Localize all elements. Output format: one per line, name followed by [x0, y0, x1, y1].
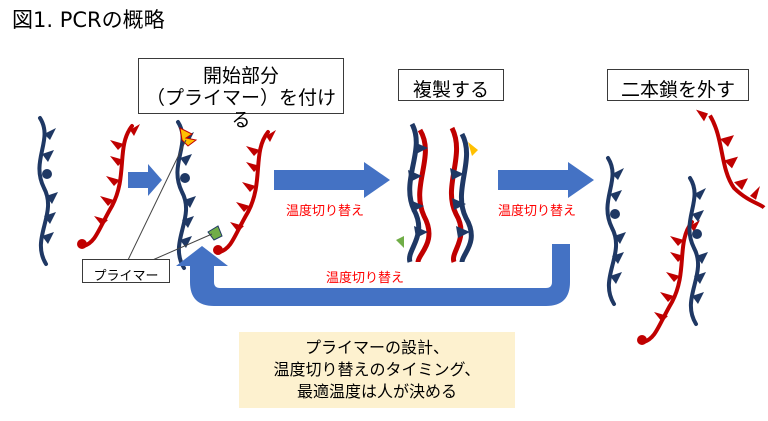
- small-arrow: [128, 164, 162, 196]
- primer-label: プライマー: [93, 269, 159, 284]
- separate-box: 二本鎖を外す: [607, 69, 749, 101]
- red-strand-4: [696, 109, 766, 210]
- arrow-to-separate: [498, 162, 594, 198]
- copy-box: 複製する: [398, 69, 504, 101]
- primer-green: [207, 225, 223, 241]
- primer-step-line-1: 開始部分: [202, 65, 279, 87]
- return-arrow: [176, 244, 570, 306]
- primer-orange: [179, 127, 198, 147]
- primer-pointer-line-2: [147, 233, 213, 263]
- primer-pointer-line-1: [127, 139, 187, 261]
- blue-strand-3: [605, 156, 628, 306]
- note-line-2: 温度切り替えのタイミング、: [273, 360, 481, 379]
- primer-box: プライマー: [82, 259, 170, 284]
- note-line-3: 最適温度は人が決める: [296, 382, 457, 401]
- primer-step-line-2: （プライマー）を付ける: [145, 87, 336, 131]
- temp-change-label-2: 温度切り替え: [498, 204, 577, 219]
- primer-step-box: 開始部分 （プライマー）を付ける: [138, 58, 344, 131]
- duplex-2: [448, 126, 478, 263]
- blue-strand-1: [37, 116, 60, 266]
- separate-label: 二本鎖を外す: [620, 79, 735, 101]
- note-line-1: プライマーの設計、: [304, 338, 449, 357]
- copy-label: 複製する: [412, 79, 489, 101]
- arrow-to-copy: [274, 162, 390, 198]
- duplex-1: [396, 122, 432, 263]
- figure-title: 図1. PCRの概略: [12, 8, 165, 32]
- temp-change-label-1: 温度切り替え: [286, 204, 365, 219]
- blue-strand-4: [687, 176, 710, 326]
- temp-change-label-3: 温度切り替え: [326, 271, 405, 286]
- note-box: プライマーの設計、 温度切り替えのタイミング、 最適温度は人が決める: [239, 332, 515, 408]
